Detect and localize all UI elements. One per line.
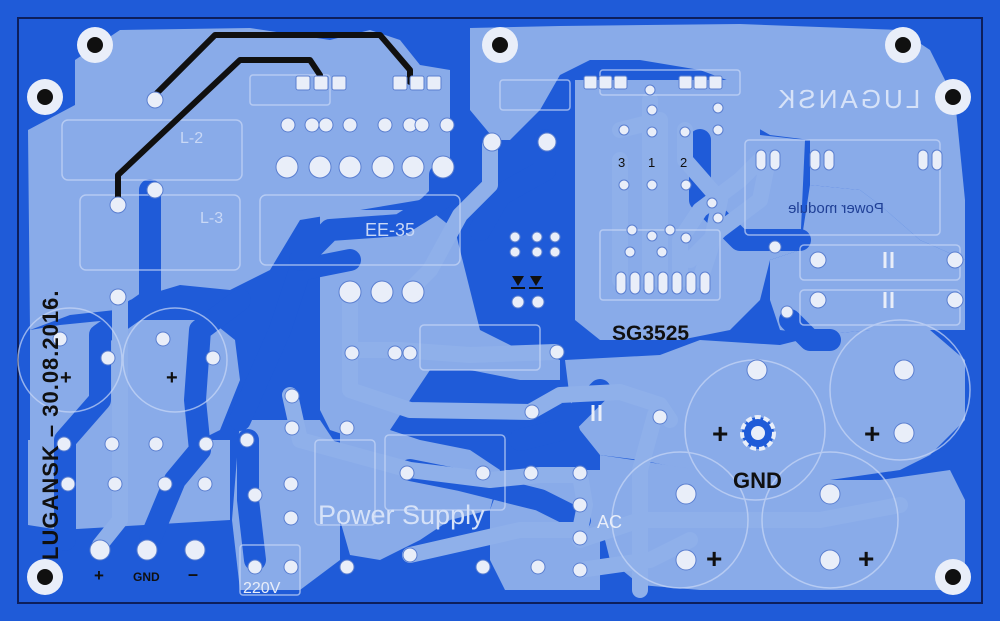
silk-l2: L-2: [180, 130, 204, 147]
plus-mark: +: [60, 367, 72, 389]
output-plus-label: +: [94, 566, 104, 585]
mirrored-module: Power module: [788, 200, 884, 217]
silk-ee35: EE-35: [365, 220, 416, 240]
ic-label: SG3525: [612, 322, 690, 345]
board-title: Power Supply: [318, 500, 485, 530]
copper-traces: [54, 129, 841, 571]
board-outline: [17, 17, 983, 604]
date-label: LUGANSK – 30.08.2016.: [38, 289, 63, 560]
mirrored-brand: LUGANSK: [775, 84, 921, 114]
ic-pin-2: 2: [680, 155, 688, 170]
ic-pin-1: 1: [648, 155, 656, 170]
output-minus-label: –: [188, 564, 199, 584]
ic-pin-3: 3: [618, 155, 626, 170]
plus-mark: +: [166, 367, 178, 389]
capacitor-symbols: [591, 252, 894, 421]
mounting-holes: [27, 27, 971, 595]
mounting-hole: [27, 79, 63, 115]
ac-label: AC: [597, 512, 623, 532]
led-indicators: [511, 276, 543, 289]
plus-mark: +: [706, 543, 723, 574]
mounting-hole: [935, 559, 971, 595]
silk-l3: L-3: [200, 210, 224, 227]
plus-mark: +: [858, 543, 875, 574]
mounting-hole: [885, 27, 921, 63]
gnd-label: GND: [733, 468, 782, 493]
gnd-pad: [740, 415, 776, 451]
mains-label: 220V: [243, 580, 281, 597]
plus-mark: +: [864, 418, 881, 449]
mounting-hole: [27, 559, 63, 595]
mounting-hole: [935, 79, 971, 115]
plus-mark: +: [712, 418, 729, 449]
output-gnd-label: GND: [133, 570, 160, 584]
mounting-hole: [77, 27, 113, 63]
mounting-hole: [482, 27, 518, 63]
pads: [52, 75, 964, 578]
